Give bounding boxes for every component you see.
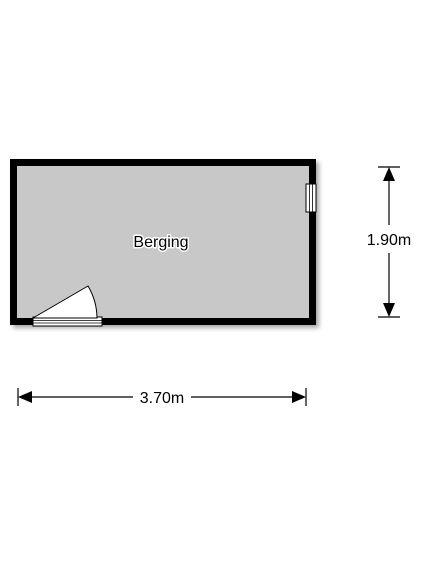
room-berging bbox=[10, 159, 316, 325]
arrow-up-icon bbox=[383, 167, 395, 181]
door-swing-arc bbox=[31, 285, 98, 319]
dimension-height: 1.90m bbox=[367, 166, 411, 318]
door bbox=[31, 285, 103, 327]
width-dimension-label: 3.70m bbox=[140, 390, 184, 407]
arrow-right-icon bbox=[292, 391, 306, 403]
room-label: Berging bbox=[133, 234, 188, 251]
room-floor bbox=[17, 166, 309, 318]
height-dimension-label: 1.90m bbox=[367, 232, 411, 249]
window-right-wall bbox=[305, 183, 317, 213]
arrow-down-icon bbox=[383, 303, 395, 317]
arrow-left-icon bbox=[18, 391, 32, 403]
dimension-width: 3.70m bbox=[17, 388, 307, 407]
